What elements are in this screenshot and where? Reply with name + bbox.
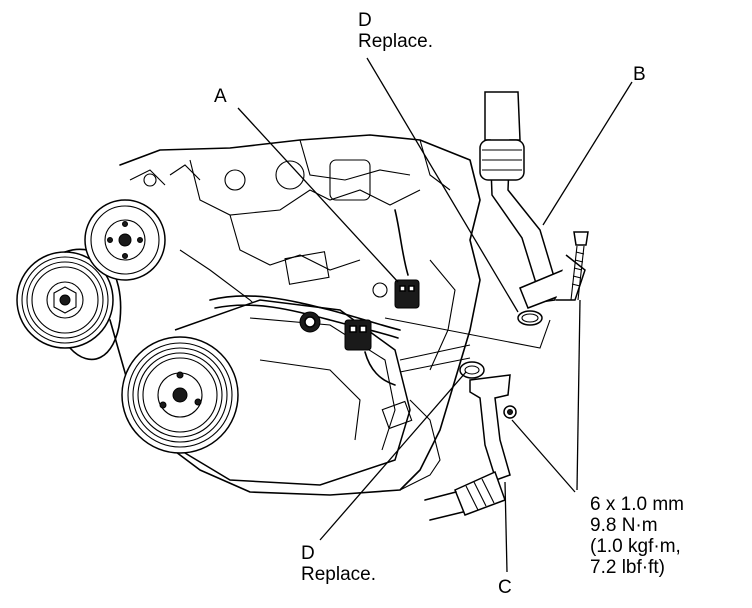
- leader-bolt-upper: [576, 299, 581, 491]
- leader-a: [237, 107, 399, 283]
- bolt-spec-torque-lbfft: 7.2 lbf·ft): [590, 557, 665, 578]
- connection-plate-outline: [384, 317, 551, 373]
- suction-hose-b: [479, 91, 586, 326]
- callout-d-bottom-letter: D: [301, 543, 315, 564]
- callout-d-top-letter: D: [358, 10, 372, 31]
- engine-block: [109, 134, 481, 496]
- bolt-spec-torque-kgfm: (1.0 kgf·m,: [590, 536, 681, 557]
- leader-b: [542, 81, 633, 226]
- bolt-spec-torque-nm: 9.8 N·m: [590, 515, 658, 536]
- callout-a: A: [214, 86, 227, 107]
- callout-c-letter: C: [498, 577, 512, 598]
- leader-lines: [237, 57, 633, 573]
- callout-d-bottom-note: Replace.: [301, 564, 376, 585]
- idler-pulley: [84, 199, 166, 281]
- wire-harness: [209, 209, 420, 386]
- callout-b-letter: B: [633, 64, 646, 85]
- leader-d-top: [366, 57, 519, 313]
- callout-d-bottom: D Replace.: [301, 543, 376, 585]
- leader-c: [504, 481, 508, 573]
- callout-b: B: [633, 64, 646, 85]
- callout-a-letter: A: [214, 86, 227, 107]
- leader-bolt-lower: [511, 419, 576, 493]
- discharge-hose-c: [424, 361, 517, 521]
- callout-d-top-note: Replace.: [358, 31, 433, 52]
- callout-d-top: D Replace.: [358, 10, 433, 52]
- bolt-spec-size: 6 x 1.0 mm: [590, 494, 684, 515]
- callout-c: C: [498, 577, 512, 598]
- leader-d-bottom: [319, 371, 467, 541]
- bolt-torque-spec: 6 x 1.0 mm 9.8 N·m (1.0 kgf·m, 7.2 lbf·f…: [590, 494, 684, 578]
- mounting-bolt-upper: [570, 231, 589, 301]
